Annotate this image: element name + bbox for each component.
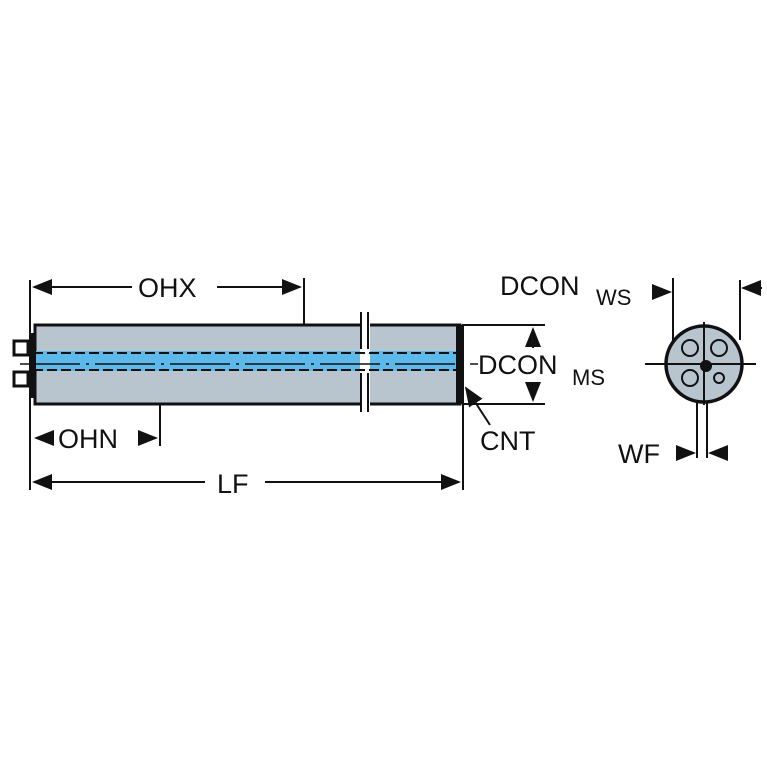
label-dcon-ws-sub: WS — [596, 285, 631, 310]
label-wf: WF — [618, 439, 660, 469]
screw-icon — [12, 339, 30, 357]
label-ohn: OHN — [58, 424, 118, 454]
shank-face-view — [645, 322, 756, 405]
coolant-channel — [33, 351, 461, 371]
coolant-hole-icon — [700, 360, 712, 372]
label-dcon-ms: DCON — [478, 350, 558, 380]
screw-hole-icon — [681, 339, 699, 357]
screw-hole-icon — [710, 339, 728, 357]
shank-side-view — [12, 312, 478, 412]
label-ohx: OHX — [138, 273, 197, 303]
screw-hole-icon — [713, 372, 725, 384]
label-dcon-ws: DCON — [500, 271, 580, 301]
label-cnt: CNT — [480, 426, 536, 456]
label-dcon-ms-sub: MS — [572, 365, 605, 390]
screw-icon — [12, 370, 30, 388]
label-lf: LF — [217, 469, 249, 499]
cnt-end-face — [456, 325, 462, 404]
screw-hole-icon — [681, 369, 699, 387]
dimension-lines — [29, 278, 762, 490]
